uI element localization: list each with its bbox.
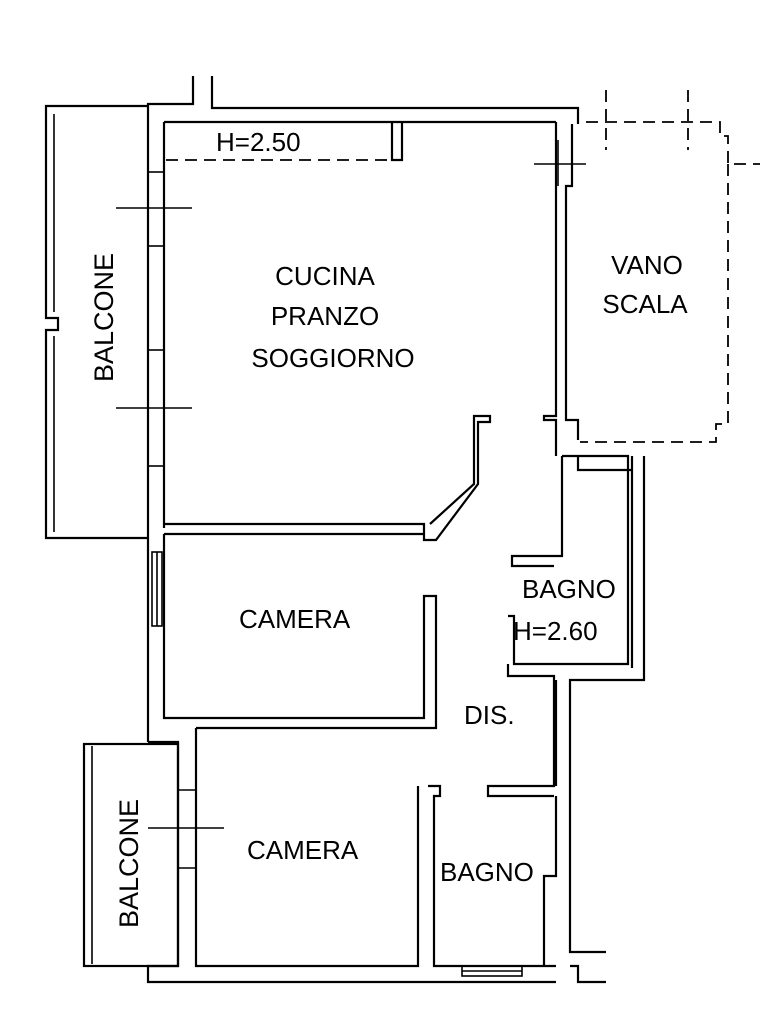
- kitchen-label-1: CUCINA: [275, 261, 375, 291]
- balcony-bottom: BALCONE: [82, 742, 224, 968]
- stairwell: VANO SCALA: [580, 90, 760, 443]
- bedroom-bottom-label: CAMERA: [247, 835, 359, 865]
- bathroom-bottom: BAGNO: [428, 784, 606, 984]
- kitchen-height-label: H=2.50: [216, 127, 301, 157]
- kitchen-label-2: PRANZO: [271, 301, 379, 331]
- bathroom-top-label: BAGNO: [522, 574, 616, 604]
- bathroom-top: BAGNO H=2.60: [508, 454, 646, 954]
- bedroom-bottom: CAMERA: [146, 728, 556, 984]
- bathroom-top-height: H=2.60: [513, 616, 598, 646]
- bathroom-bottom-label: BAGNO: [440, 857, 534, 887]
- hallway-label: DIS.: [464, 700, 515, 730]
- balcony-top-label: BALCONE: [89, 253, 119, 382]
- kitchen-living-room: CUCINA PRANZO SOGGIORNO: [164, 261, 492, 542]
- stairwell-label-1: VANO: [611, 250, 683, 280]
- hallway: DIS.: [464, 664, 558, 798]
- balcony-top: BALCONE: [44, 104, 148, 540]
- bedroom-top: CAMERA: [151, 534, 438, 730]
- bedroom-top-label: CAMERA: [239, 604, 351, 634]
- balcony-bottom-label: BALCONE: [114, 799, 144, 928]
- kitchen-height-strip: H=2.50: [166, 122, 404, 162]
- stairwell-label-2: SCALA: [602, 289, 688, 319]
- exterior-walls: [116, 76, 586, 742]
- kitchen-label-3: SOGGIORNO: [251, 343, 414, 373]
